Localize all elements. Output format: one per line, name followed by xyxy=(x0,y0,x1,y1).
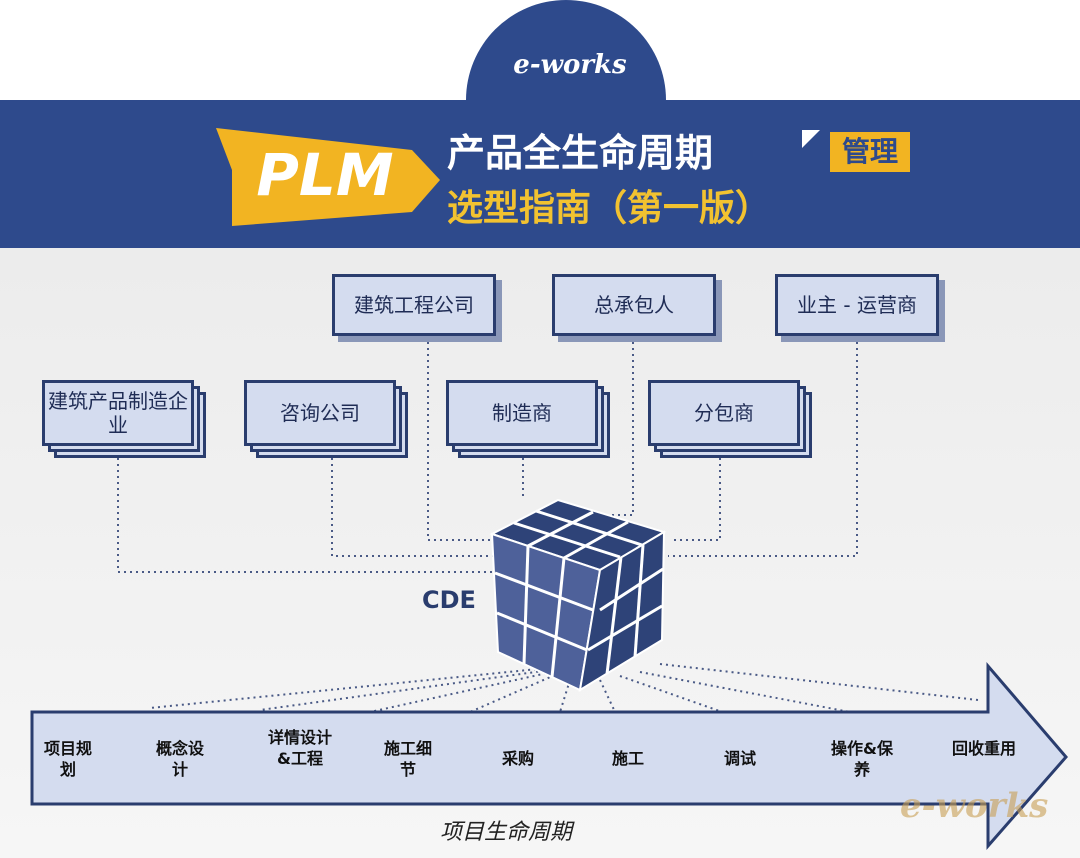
title-corner-mark xyxy=(802,130,820,148)
plm-badge-shape xyxy=(216,128,440,226)
ray-7 xyxy=(619,675,729,715)
connector-mid-2 xyxy=(331,458,498,557)
cde-label: CDE xyxy=(422,586,476,614)
stage-construction: 施工 xyxy=(611,749,644,768)
lifecycle-arrow xyxy=(30,661,1068,850)
stage-operation-maintenance: 操作&保养 xyxy=(831,739,893,779)
stage-commissioning: 调试 xyxy=(723,749,756,768)
box-general-contractor: 总承包人 xyxy=(552,274,716,336)
ray-1 xyxy=(149,667,549,709)
stage-detailed-design: 详情设计&工程 xyxy=(268,728,333,768)
plm-badge: PLM xyxy=(256,141,394,209)
header-band xyxy=(0,100,1080,248)
title-line-2: 选型指南（第一版） xyxy=(447,188,772,229)
lifecycle-label: 项目生命周期 xyxy=(440,820,573,845)
stage-recycle-reuse: 回收重用 xyxy=(951,739,1016,758)
connector-top-1 xyxy=(427,336,520,541)
eworks-logo: e-works xyxy=(513,50,627,80)
title-line-1: 产品全生命周期 xyxy=(447,131,714,175)
stage-project-planning: 项目规划 xyxy=(44,739,93,779)
connector-top-3 xyxy=(668,336,858,557)
stage-concept-design: 概念设计 xyxy=(156,739,205,779)
cde-cube xyxy=(489,498,667,692)
box-consulting-company: 咨询公司 xyxy=(244,380,396,446)
stage-procurement: 采购 xyxy=(501,749,534,768)
box-manufacturer: 制造商 xyxy=(446,380,598,446)
watermark: e-works xyxy=(900,786,1049,826)
box-owner-operator: 业主 - 运营商 xyxy=(775,274,939,336)
connector-mid-4 xyxy=(670,458,721,541)
box-construction-company: 建筑工程公司 xyxy=(332,274,496,336)
box-building-product-manufacturer: 建筑产品制造企业 xyxy=(42,380,194,446)
stage-construction-details: 施工细节 xyxy=(384,739,433,779)
ray-3 xyxy=(369,671,553,713)
ray-4 xyxy=(469,674,556,713)
ray-9 xyxy=(659,663,979,701)
ray-8 xyxy=(639,671,851,713)
ray-2 xyxy=(259,669,551,711)
box-subcontractor: 分包商 xyxy=(648,380,800,446)
title-tag: 管理 xyxy=(830,132,910,172)
ray-6 xyxy=(599,679,617,715)
connector-mid-1 xyxy=(117,458,500,573)
